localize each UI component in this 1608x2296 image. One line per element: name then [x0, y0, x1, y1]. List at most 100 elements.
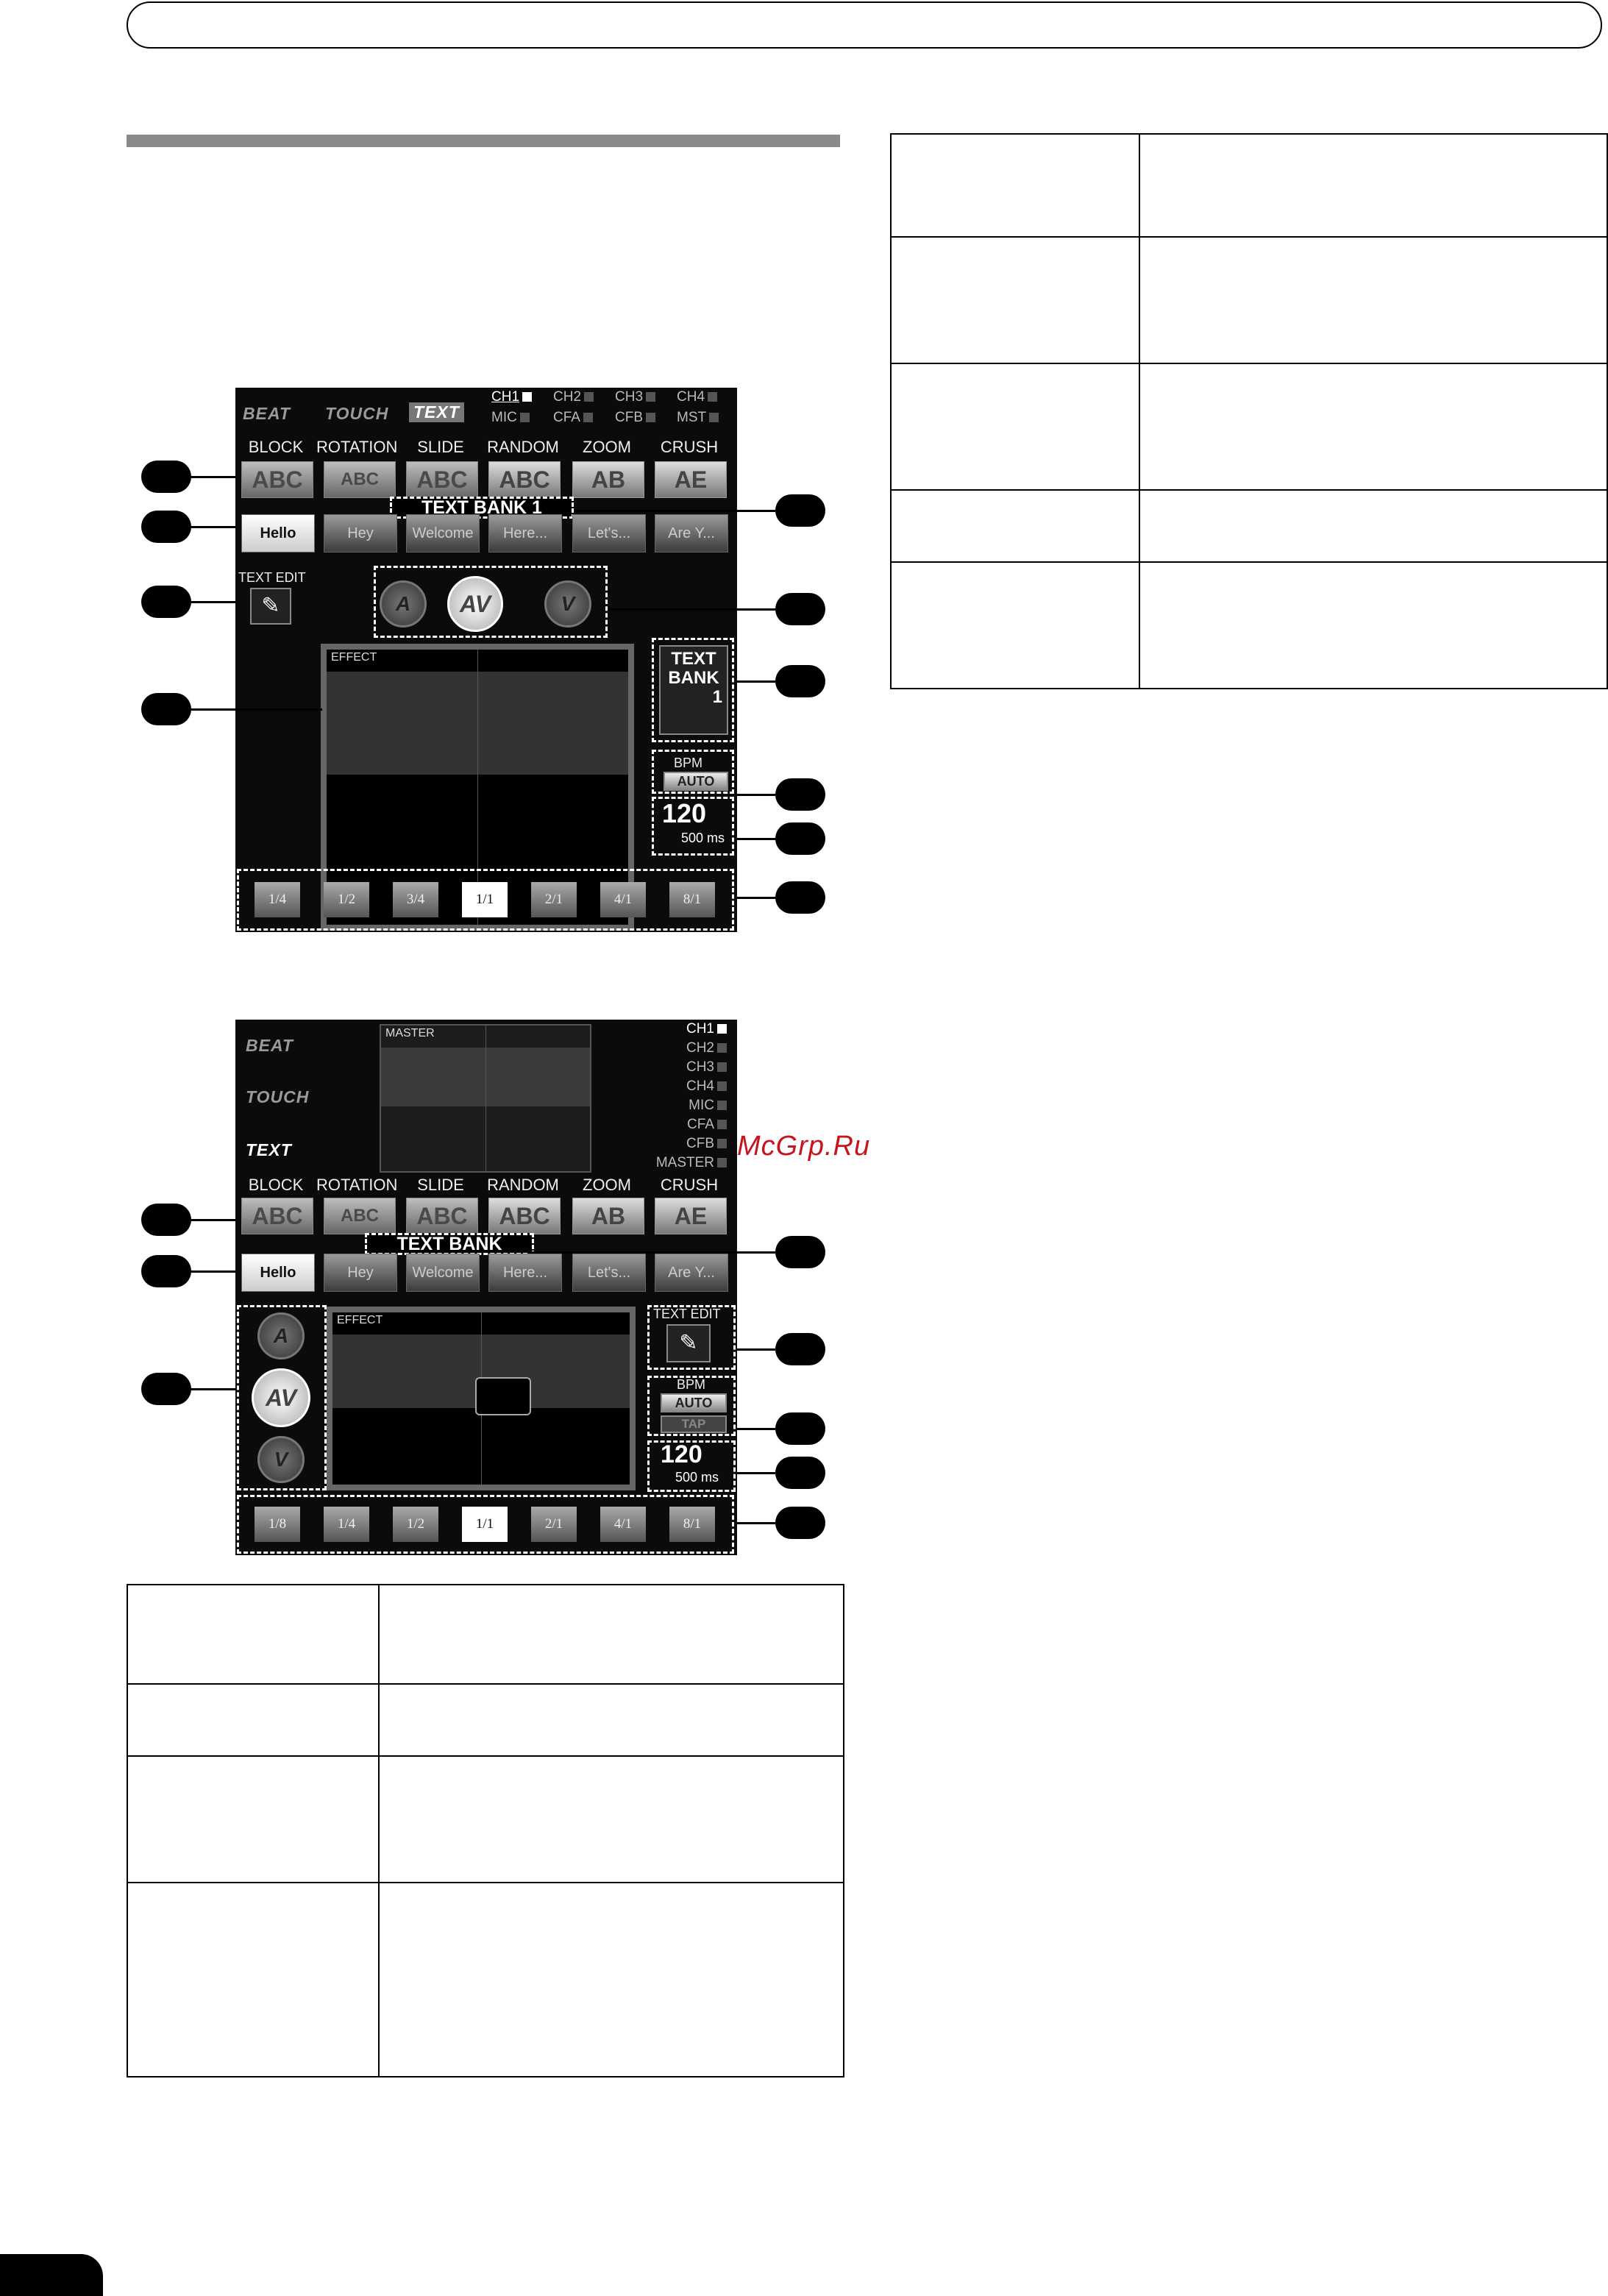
beat-button-7[interactable]: 8/1 [669, 1507, 715, 1542]
text-bank-side-button[interactable]: TEXT BANK 1 [659, 645, 728, 735]
beat-button-3[interactable]: 3/4 [393, 882, 438, 917]
pattern-crush-button[interactable]: AE [655, 1198, 727, 1234]
pattern-label-crush: CRUSH [660, 1176, 719, 1194]
av-v-button[interactable]: V [257, 1436, 305, 1483]
beat-button-2[interactable]: 1/4 [324, 1507, 369, 1542]
av-av-button[interactable]: AV [447, 576, 503, 632]
bank-text-5[interactable]: Let's... [572, 1254, 646, 1292]
bpm-auto-button[interactable]: AUTO [661, 1393, 727, 1412]
mode-touch[interactable]: TOUCH [246, 1087, 310, 1106]
ch-ch1[interactable]: CH1 [491, 389, 533, 405]
bank-text-6[interactable]: Are Y... [655, 514, 728, 552]
av-v-button[interactable]: V [544, 580, 591, 628]
ch-master[interactable]: MASTER [656, 1155, 727, 1171]
pattern-block-button[interactable]: ABC [241, 461, 313, 498]
ch-ch3[interactable]: CH3 [686, 1059, 727, 1076]
ch-ch2[interactable]: CH2 [553, 389, 594, 405]
ch-mic[interactable]: MIC [689, 1098, 727, 1114]
bank-text-6[interactable]: Are Y... [655, 1254, 728, 1292]
beat-button-2[interactable]: 1/2 [324, 882, 369, 917]
ch-mic[interactable]: MIC [491, 410, 530, 426]
callout-line [190, 476, 235, 478]
pattern-block-button[interactable]: ABC [241, 1198, 313, 1234]
ch-mst[interactable]: MST [677, 410, 719, 426]
table-cell [1139, 489, 1608, 563]
av-a-button[interactable]: A [380, 580, 427, 628]
beat-button-4[interactable]: 1/1 [462, 882, 508, 917]
pattern-slide-button[interactable]: ABC [406, 1198, 478, 1234]
ch-ch4[interactable]: CH4 [686, 1078, 727, 1095]
callout-8 [775, 1507, 825, 1539]
pattern-zoom-button[interactable]: AB [572, 1198, 644, 1234]
beat-button-6[interactable]: 4/1 [600, 1507, 646, 1542]
bank-text-2[interactable]: Hey [324, 514, 397, 552]
text-edit-pencil-icon[interactable]: ✎ [250, 588, 291, 625]
pattern-label-rotation: ROTATION [316, 1176, 398, 1194]
table-cell [378, 1683, 844, 1757]
pattern-rotation-button[interactable]: ABC [324, 461, 396, 498]
text-edit-label: TEXT EDIT [238, 570, 306, 585]
bank-text-5[interactable]: Let's... [572, 514, 646, 552]
ch-cfb[interactable]: CFB [686, 1136, 727, 1152]
text-edit-pencil-icon[interactable]: ✎ [666, 1324, 711, 1362]
table-cell [890, 561, 1140, 689]
pattern-random-button[interactable]: ABC [488, 1198, 561, 1234]
beat-button-1[interactable]: 1/4 [255, 882, 300, 917]
pattern-label-random: RANDOM [487, 1176, 559, 1194]
ch-cfa[interactable]: CFA [687, 1117, 727, 1133]
effect-label: EFFECT [337, 1314, 383, 1326]
right-table [890, 133, 1608, 689]
mode-beat[interactable]: BEAT [246, 1036, 294, 1055]
bpm-tap-button[interactable]: TAP [661, 1415, 727, 1433]
pattern-random-button[interactable]: ABC [488, 461, 561, 498]
beat-button-6[interactable]: 4/1 [600, 882, 646, 917]
bank-text-3[interactable]: Welcome [406, 1254, 480, 1292]
ch-ch1[interactable]: CH1 [686, 1021, 727, 1037]
beat-button-5[interactable]: 2/1 [531, 882, 577, 917]
bank-text-4[interactable]: Here... [488, 1254, 562, 1292]
beat-button-7[interactable]: 8/1 [669, 882, 715, 917]
pattern-slide-button[interactable]: ABC [406, 461, 478, 498]
mode-text[interactable]: TEXT [409, 402, 464, 422]
effect-callout-marker [475, 1377, 531, 1415]
callout-1 [141, 1204, 191, 1236]
bank-text-2[interactable]: Hey [324, 1254, 397, 1292]
bpm-value: 120 [662, 798, 707, 828]
callout-8 [775, 778, 825, 811]
beat-button-4[interactable]: 1/1 [462, 1507, 508, 1542]
callout-line [190, 601, 235, 603]
pattern-rotation-button[interactable]: ABC [324, 1198, 396, 1234]
beat-button-5[interactable]: 2/1 [531, 1507, 577, 1542]
callout-line [737, 1428, 775, 1430]
mode-touch[interactable]: TOUCH [325, 404, 389, 423]
av-av-button[interactable]: AV [252, 1368, 310, 1427]
bpm-auto-button[interactable]: AUTO [664, 772, 728, 791]
bpm-ms: 500 ms [681, 831, 725, 845]
page-number-tab [0, 2254, 103, 2296]
mode-text[interactable]: TEXT [246, 1140, 292, 1159]
ch-ch4[interactable]: CH4 [677, 389, 718, 405]
callout-line [737, 794, 775, 796]
ch-ch3[interactable]: CH3 [615, 389, 656, 405]
table-cell [378, 1882, 844, 2078]
pattern-label-zoom: ZOOM [583, 1176, 631, 1194]
pattern-crush-button[interactable]: AE [655, 461, 727, 498]
ch-ch2[interactable]: CH2 [686, 1040, 727, 1056]
bank-text-1[interactable]: Hello [241, 514, 315, 552]
pattern-zoom-button[interactable]: AB [572, 461, 644, 498]
bpm-group [647, 1376, 736, 1436]
mode-beat[interactable]: BEAT [243, 404, 291, 423]
bank-text-3[interactable]: Welcome [406, 514, 480, 552]
bank-text-1[interactable]: Hello [241, 1254, 315, 1292]
callout-5 [775, 1333, 825, 1365]
text-edit-group [647, 1305, 736, 1370]
beat-button-3[interactable]: 1/2 [393, 1507, 438, 1542]
callout-5 [775, 494, 825, 527]
ch-cfa[interactable]: CFA [553, 410, 593, 426]
av-a-button[interactable]: A [257, 1312, 305, 1360]
bottom-table [127, 1584, 844, 2078]
beat-button-1[interactable]: 1/8 [255, 1507, 300, 1542]
text-bank-label: TEXT BANK [365, 1233, 534, 1255]
ch-cfb[interactable]: CFB [615, 410, 655, 426]
bank-text-4[interactable]: Here... [488, 514, 562, 552]
